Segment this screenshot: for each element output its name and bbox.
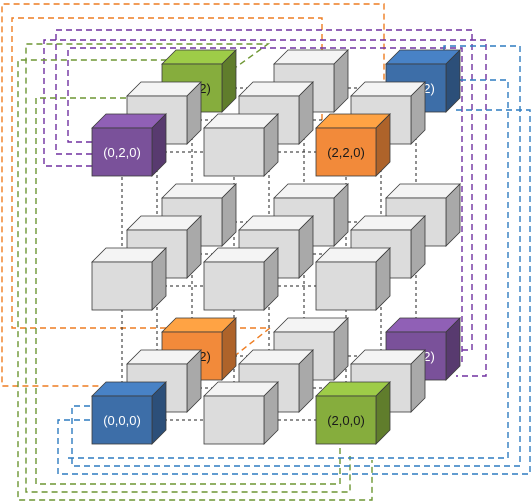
- wraparound-link: [35, 97, 341, 485]
- node-cube-labeled: (0,2,0): [91, 113, 167, 177]
- cube-front-face: [315, 261, 377, 311]
- node-cube-labeled: (0,0,0): [91, 381, 167, 445]
- node-cube: [203, 247, 279, 311]
- node-cube: [315, 247, 391, 311]
- wraparound-link: [57, 109, 531, 475]
- wraparound-link: [55, 29, 473, 351]
- node-cube: [203, 113, 279, 177]
- cube-front-face: [91, 395, 153, 445]
- cube-front-face: [203, 127, 265, 177]
- cube-front-face: [203, 261, 265, 311]
- node-cube: [203, 381, 279, 445]
- node-cube-labeled: (2,0,0): [315, 381, 391, 445]
- node-cube-labeled: (2,2,2): [385, 49, 461, 113]
- wraparound-link: [43, 39, 487, 377]
- node-cube-labeled: (2,2,0): [315, 113, 391, 177]
- node-cubes: (0,2,2)(2,2,2)(0,0,2)(2,0,2)(0,2,0)(2,2,…: [91, 49, 461, 445]
- cube-front-face: [91, 261, 153, 311]
- cube-front-face: [315, 395, 377, 445]
- node-label: (0,0,0): [103, 413, 141, 428]
- wraparound-link: [67, 47, 463, 362]
- cube-front-face: [91, 127, 153, 177]
- node-label: (0,2,0): [103, 145, 141, 160]
- node-label: (2,0,0): [327, 413, 365, 428]
- wraparound-link: [71, 45, 521, 467]
- wraparound-link: [25, 43, 351, 493]
- node-cube: [91, 247, 167, 311]
- cube-front-face: [203, 395, 265, 445]
- node-cube: [350, 349, 426, 413]
- node-label: (2,2,0): [327, 145, 365, 160]
- cube-front-face: [315, 127, 377, 177]
